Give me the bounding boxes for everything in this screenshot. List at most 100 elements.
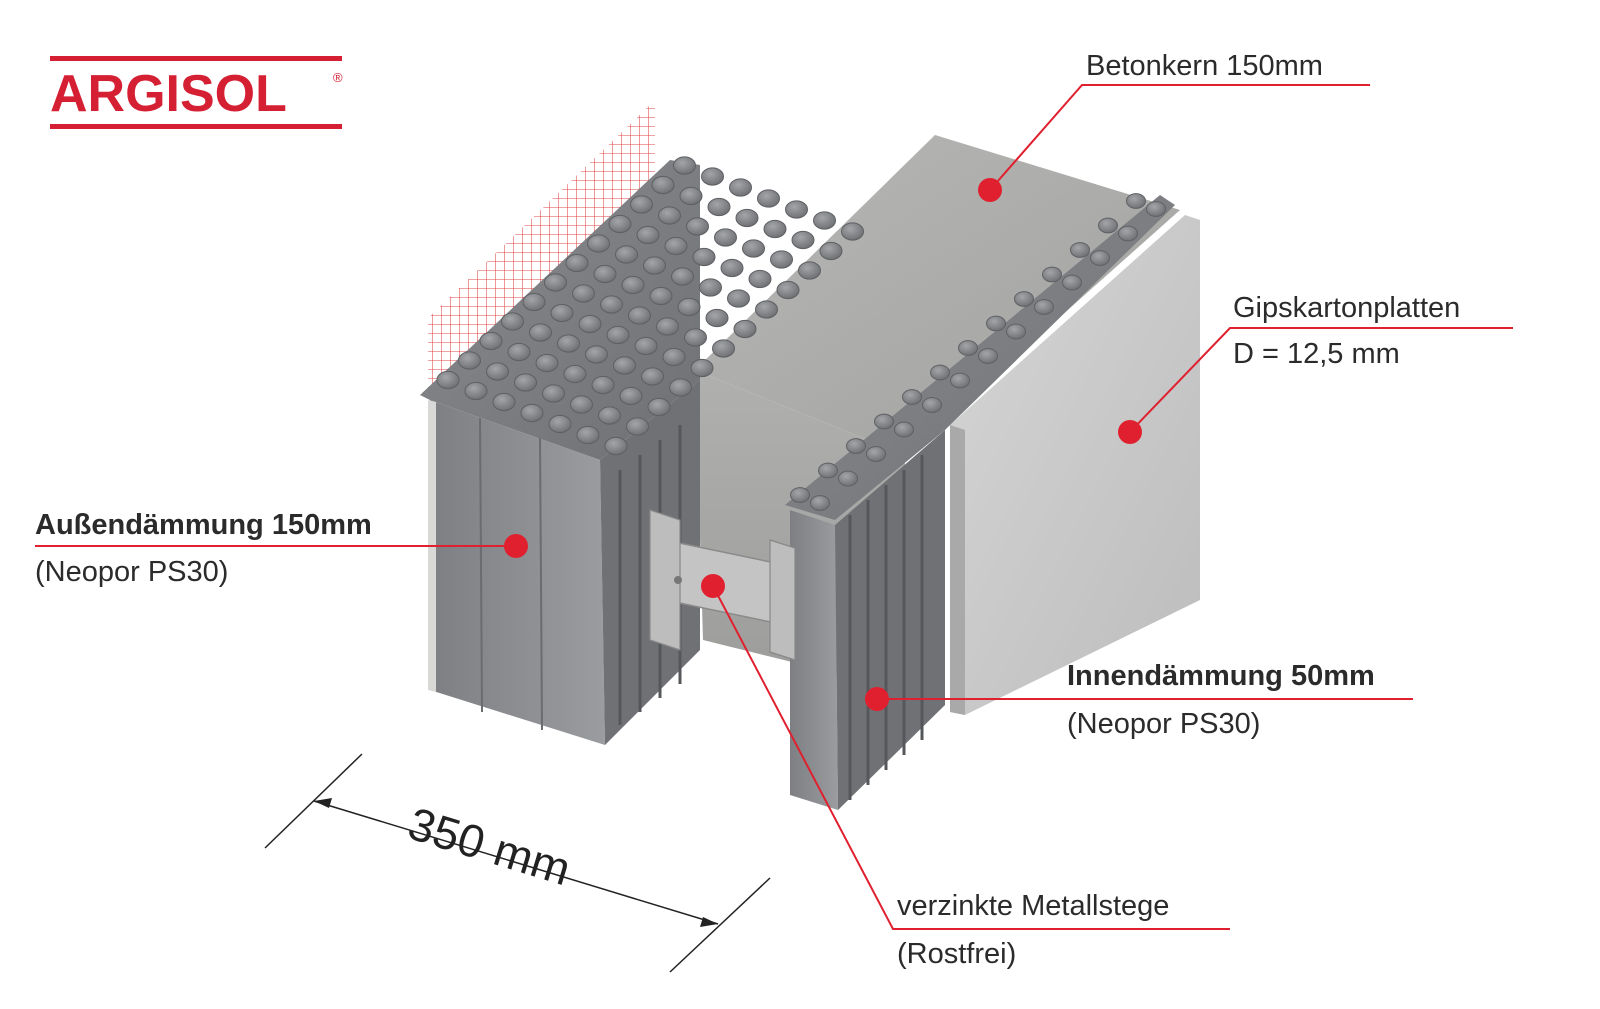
marker-drywall xyxy=(1118,420,1142,444)
knob xyxy=(684,328,707,347)
knob xyxy=(790,487,810,503)
knob xyxy=(514,373,537,392)
knob xyxy=(649,286,673,306)
knob xyxy=(671,267,694,286)
label-metal-webs-note: (Rostfrei) xyxy=(897,938,1017,970)
knob xyxy=(501,312,524,331)
inner-insulation-knobs xyxy=(790,193,1166,511)
knob xyxy=(978,348,998,364)
knob xyxy=(729,178,752,197)
drywall-panel xyxy=(950,215,1200,715)
knob xyxy=(643,256,666,275)
knob xyxy=(606,325,630,345)
knob xyxy=(1118,225,1138,242)
knob xyxy=(608,214,632,234)
marker-outer-insulation xyxy=(504,534,528,558)
reinforcement-mesh xyxy=(428,100,655,392)
knob xyxy=(1042,266,1062,283)
knob xyxy=(813,211,836,230)
knob xyxy=(785,200,808,219)
knob xyxy=(598,406,621,425)
knob xyxy=(707,197,731,217)
knob xyxy=(664,236,688,256)
knob xyxy=(686,217,709,236)
logo-bar-bottom xyxy=(50,124,342,129)
knob xyxy=(604,436,628,456)
dimension-arrow-left xyxy=(314,798,332,808)
knob xyxy=(720,258,744,278)
knob xyxy=(578,314,602,334)
knob xyxy=(1126,193,1146,209)
knob xyxy=(922,397,942,413)
label-outer-insulation-material: (Neopor PS30) xyxy=(35,556,229,588)
marker-inner-insulation xyxy=(865,687,889,711)
knob xyxy=(1062,274,1082,291)
outer-insulation-knobs xyxy=(436,156,864,456)
knob xyxy=(819,241,843,261)
knob xyxy=(636,225,660,245)
label-drywall: Gipskartonplatten xyxy=(1233,292,1461,324)
knob xyxy=(776,280,800,300)
knob xyxy=(669,378,692,397)
knob xyxy=(874,413,894,430)
label-inner-insulation: Innendämmung 50mm xyxy=(1067,660,1375,692)
knob xyxy=(930,364,950,381)
knob xyxy=(613,356,636,375)
knob xyxy=(651,175,675,195)
knob xyxy=(1146,201,1166,217)
knob xyxy=(950,372,970,389)
knob xyxy=(535,353,559,373)
knob xyxy=(520,403,544,423)
knob xyxy=(677,297,701,317)
knob xyxy=(529,323,552,342)
knob xyxy=(626,417,649,436)
leader-metal-webs xyxy=(712,585,1230,930)
knob xyxy=(550,303,574,323)
knob xyxy=(866,446,886,462)
knob xyxy=(798,261,821,280)
knob xyxy=(755,300,778,319)
knob xyxy=(894,421,914,438)
knob xyxy=(1014,291,1034,307)
knob xyxy=(479,331,503,351)
dimension-line xyxy=(264,753,771,973)
knob xyxy=(563,364,587,384)
knob xyxy=(701,167,724,186)
knob xyxy=(593,264,617,284)
marker-concrete-core xyxy=(978,178,1002,202)
leader-drywall xyxy=(1129,327,1513,433)
knob xyxy=(658,206,681,225)
knob xyxy=(641,367,664,386)
label-inner-insulation-material: (Neopor PS30) xyxy=(1067,708,1261,740)
knob xyxy=(621,275,645,295)
knob xyxy=(544,273,567,292)
knob xyxy=(565,253,589,273)
knob xyxy=(630,195,653,214)
knob xyxy=(572,284,595,303)
knob xyxy=(634,336,658,356)
knob xyxy=(591,375,615,395)
knob xyxy=(542,384,565,403)
knob xyxy=(742,239,765,258)
knob xyxy=(841,222,864,241)
knob xyxy=(458,351,481,370)
knob xyxy=(818,462,838,479)
knob xyxy=(699,278,722,297)
registered-mark: ® xyxy=(333,70,343,85)
knob xyxy=(548,414,572,434)
dimension-arrow-right xyxy=(700,917,718,927)
knob xyxy=(727,289,750,308)
knob xyxy=(714,228,737,247)
knob xyxy=(733,319,757,339)
knob xyxy=(735,208,759,228)
knob xyxy=(846,438,866,454)
knob xyxy=(619,386,643,406)
knob xyxy=(492,392,516,412)
knob xyxy=(656,317,679,336)
knob xyxy=(673,156,696,175)
knob xyxy=(712,339,735,358)
argisol-logo: ARGISOL xyxy=(50,65,287,123)
knob xyxy=(1006,323,1026,340)
knob xyxy=(902,389,922,405)
knob xyxy=(838,470,858,487)
